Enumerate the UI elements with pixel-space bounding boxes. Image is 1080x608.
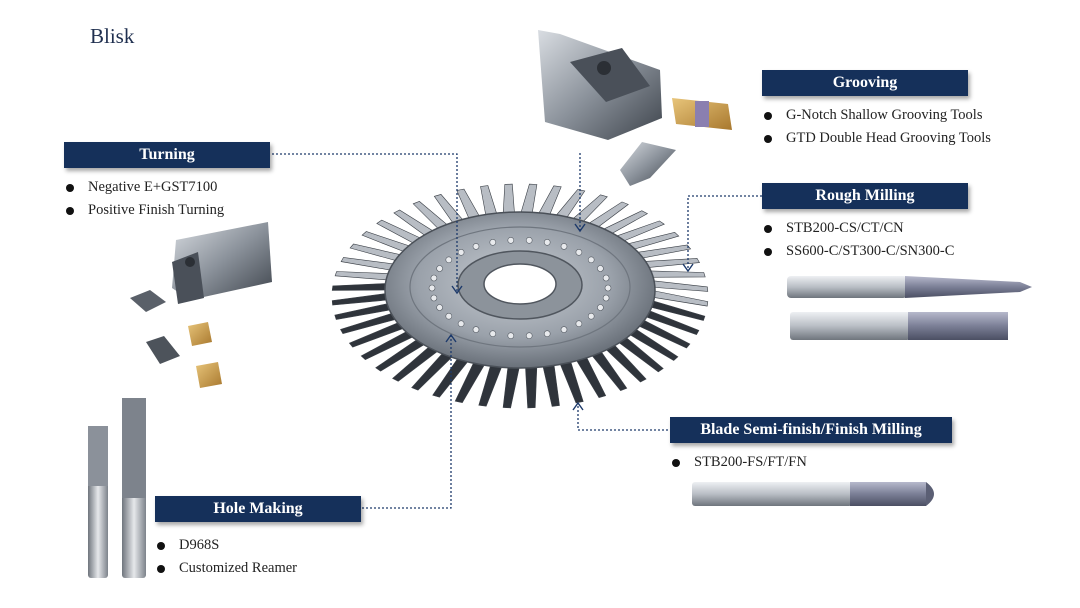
bolt-hole: [602, 294, 610, 302]
turning-list: Negative E+GST7100 Positive Finish Turni…: [64, 176, 224, 222]
blade: [331, 282, 391, 291]
rough-milling-label: Rough Milling: [762, 183, 968, 209]
rough-mill-images: [787, 276, 1032, 340]
bolt-hole: [597, 265, 604, 272]
turning-label: Turning: [64, 142, 270, 168]
grooving-tool-image: [538, 30, 732, 186]
bolt-hole: [430, 294, 438, 302]
connector-lines: [272, 153, 762, 509]
grooving-list: G-Notch Shallow Grooving Tools GTD Doubl…: [762, 104, 991, 150]
blade: [645, 270, 706, 278]
bolt-hole: [560, 326, 568, 333]
rough-milling-list: STB200-CS/CT/CN SS600-C/ST300-C/SN300-C: [762, 217, 954, 263]
list-item: Customized Reamer: [155, 557, 297, 580]
bolt-hole: [602, 274, 610, 282]
bolt-hole: [445, 312, 453, 320]
bolt-hole: [575, 249, 583, 256]
grooving-label: Grooving: [762, 70, 968, 96]
bolt-hole: [428, 284, 436, 292]
list-item: G-Notch Shallow Grooving Tools: [762, 104, 991, 127]
finish-milling-list: STB200-FS/FT/FN: [670, 451, 807, 474]
blade: [334, 271, 394, 281]
bolt-hole: [489, 330, 497, 338]
drill-images: [88, 398, 146, 578]
ball-nose-mill-image: [692, 482, 934, 506]
bolt-hole: [525, 237, 533, 244]
bolt-hole: [457, 249, 465, 256]
bolt-hole: [543, 330, 551, 338]
bolt-hole: [575, 320, 583, 328]
bolt-hole: [472, 326, 480, 333]
list-item: GTD Double Head Grooving Tools: [762, 127, 991, 150]
list-item: SS600-C/ST300-C/SN300-C: [762, 240, 954, 263]
bolt-hole: [430, 274, 438, 282]
blisk-image: [331, 183, 709, 409]
blade: [331, 292, 392, 306]
blisk-blades: [331, 183, 709, 409]
bolt-hole: [587, 312, 595, 320]
blade: [648, 279, 709, 292]
bolt-hole: [507, 332, 515, 340]
finish-milling-label: Blade Semi-finish/Finish Milling: [670, 417, 952, 443]
list-item: Negative E+GST7100: [64, 176, 224, 199]
blade: [502, 363, 521, 409]
hole-making-list: D968S Customized Reamer: [155, 534, 297, 580]
list-item: D968S: [155, 534, 297, 557]
bolt-hole: [489, 239, 497, 246]
blade: [541, 361, 560, 407]
bolt-hole: [436, 304, 443, 311]
list-item: Positive Finish Turning: [64, 199, 224, 222]
bolt-hole: [507, 237, 515, 244]
bolt-hole: [525, 332, 533, 340]
list-item: STB200-CS/CT/CN: [762, 217, 954, 240]
bolt-hole: [587, 256, 595, 264]
bolt-hole: [543, 239, 551, 246]
bolt-hole: [597, 304, 604, 311]
list-item: STB200-FS/FT/FN: [670, 451, 807, 474]
bolt-hole: [445, 256, 453, 264]
turning-tool-image: [130, 222, 272, 388]
bolt-hole: [472, 243, 480, 250]
slide-title: Blisk: [90, 24, 135, 48]
blisk-bolt-holes: [428, 237, 612, 340]
bolt-hole: [604, 284, 612, 292]
hole-making-label: Hole Making: [155, 496, 361, 522]
connector-arrowheads: [445, 223, 694, 411]
bolt-hole: [436, 265, 443, 272]
bolt-hole: [560, 243, 568, 250]
bolt-hole: [457, 320, 465, 328]
blade: [524, 363, 538, 409]
